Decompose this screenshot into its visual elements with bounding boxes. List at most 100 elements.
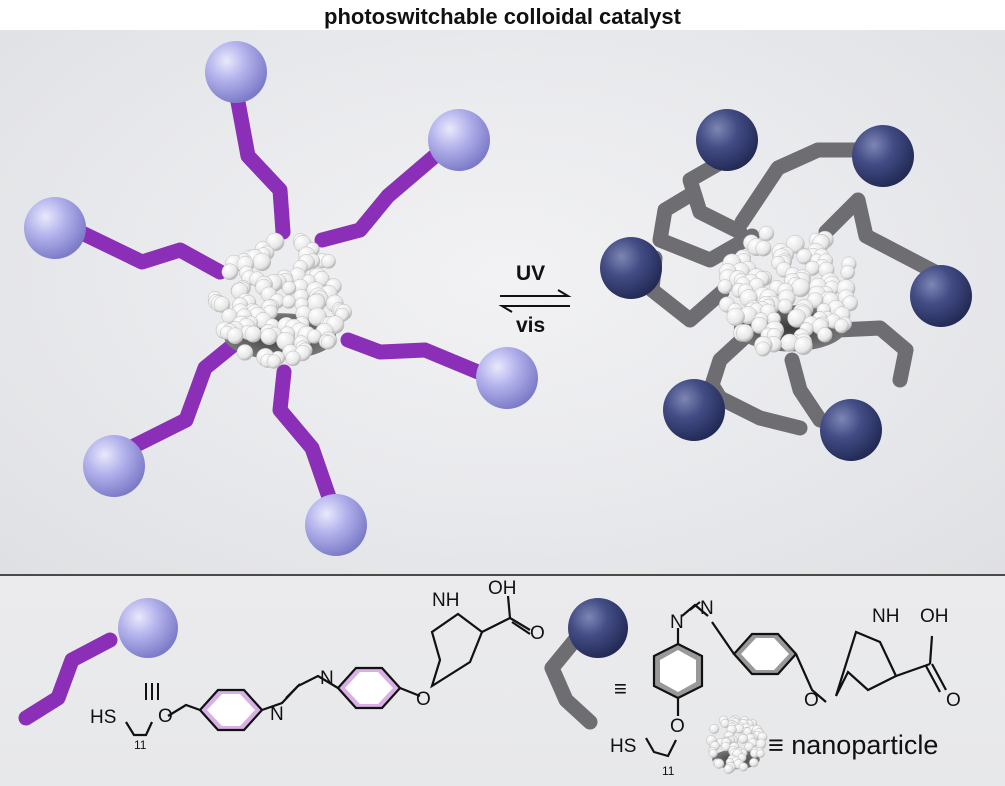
trans-chain-upper-right [314,147,444,248]
cis-chain [682,152,748,240]
atom-o: O [670,716,685,737]
atom-oh: OH [920,606,949,627]
trans-chain-up [230,94,291,240]
cis-sphere [820,399,882,461]
cis-sphere [852,125,914,187]
panel-divider [0,574,1005,576]
cis-spheres [600,109,972,461]
atom-oh: OH [488,578,517,599]
cis-chain [734,142,878,230]
reverse-arrow [498,305,570,313]
nanoparticle-bead [281,280,297,296]
cis-chain [652,187,760,268]
trans-sphere [428,109,490,171]
nanoparticle-bead [260,327,278,346]
figure-title: photoswitchable colloidal catalyst [324,4,681,29]
nanoparticle-bead [755,341,771,357]
trans-chain-lower-left [122,338,240,456]
atom-n: N [670,612,684,633]
nanoparticle-bead [226,327,244,345]
equilibrium-arrows [498,289,572,313]
nanoparticle-left [207,232,353,369]
nanoparticle-bead [321,254,336,269]
nanoparticle-bead [726,307,745,327]
atom-o: O [158,706,173,727]
nanoparticle-bead [817,327,833,343]
cis-sphere [910,265,972,327]
trans-ligand-chains [72,94,486,508]
atom-o: O [416,689,431,710]
cis-sphere [600,237,662,299]
equiv-rotated-symbol [145,683,159,700]
cis-state-particle [600,109,972,461]
atom-hs: HS [90,707,117,728]
trans-state-particle [24,41,538,556]
nanoparticle-bead [236,344,254,361]
nanoparticle-bead [738,733,749,744]
nanoparticle-legend [706,714,768,775]
legend-trans-ligand [18,595,531,737]
nanoparticle-bead [285,350,301,367]
atom-o: O [946,690,961,711]
trans-sphere [24,197,86,259]
atom-hs: HS [610,736,637,757]
uv-label: UV [516,262,546,285]
cis-chain [830,320,914,388]
nanoparticle-bead [794,336,813,356]
trans-sphere [305,494,367,556]
nanoparticle-bead [840,265,856,280]
nanoparticle-bead [244,325,262,343]
atom-o: O [530,623,545,644]
chain-subscript: 11 [662,764,675,778]
nanoparticle-bead [252,252,272,272]
nanoparticle-bead [708,748,718,758]
nanoparticle-bead [756,749,765,758]
nanoparticle-bead [735,324,754,342]
cis-sphere [663,379,725,441]
nanoparticle-bead [777,298,793,314]
nanoparticle-bead [320,335,336,350]
trans-azobenzene-structure [125,595,531,737]
atom-nh: NH [872,606,900,627]
nanoparticle-bead [266,354,282,369]
nanoparticle-right [717,225,859,357]
atom-n: N [320,668,334,689]
vis-label: vis [516,314,546,337]
forward-arrow [500,289,572,297]
nanoparticle-bead [834,318,849,334]
trans-chain-right [340,332,486,380]
cis-sphere [696,109,758,171]
atom-n: N [270,704,284,725]
cis-chain [818,192,943,280]
nanoparticle-bead [281,294,296,309]
nanoparticle-bead [755,240,772,257]
trans-sphere [205,41,267,103]
nanoparticle-bead [744,742,754,752]
legend-trans-chain [18,632,118,726]
atom-n: N [700,598,714,619]
legend-cis-sphere [568,598,628,658]
nanoparticle-bead [738,762,748,772]
trans-sphere [83,435,145,497]
nanoparticle-bead [213,296,231,313]
chain-subscript: 11 [134,738,147,752]
legend-cis-ligand [544,598,947,775]
nanoparticle-legend-label: ≡ nanoparticle [768,730,939,760]
nanoparticle-bead [723,764,734,775]
equiv-symbol: ≡ [614,676,627,701]
nanoparticle-bead [717,279,733,295]
atom-o: O [804,690,819,711]
nanoparticle-bead [749,757,759,768]
atom-nh: NH [432,590,460,611]
nanoparticle-bead [709,723,720,734]
trans-spheres [24,41,538,556]
cis-azobenzene-structure [645,601,947,758]
trans-sphere [476,347,538,409]
nanoparticle-bead [713,758,725,769]
trans-chain-down [272,364,338,508]
trans-chain-left [72,224,228,280]
nanoparticle-bead [221,263,239,281]
nanoparticle-bead [758,225,775,242]
legend-trans-sphere [118,598,178,658]
